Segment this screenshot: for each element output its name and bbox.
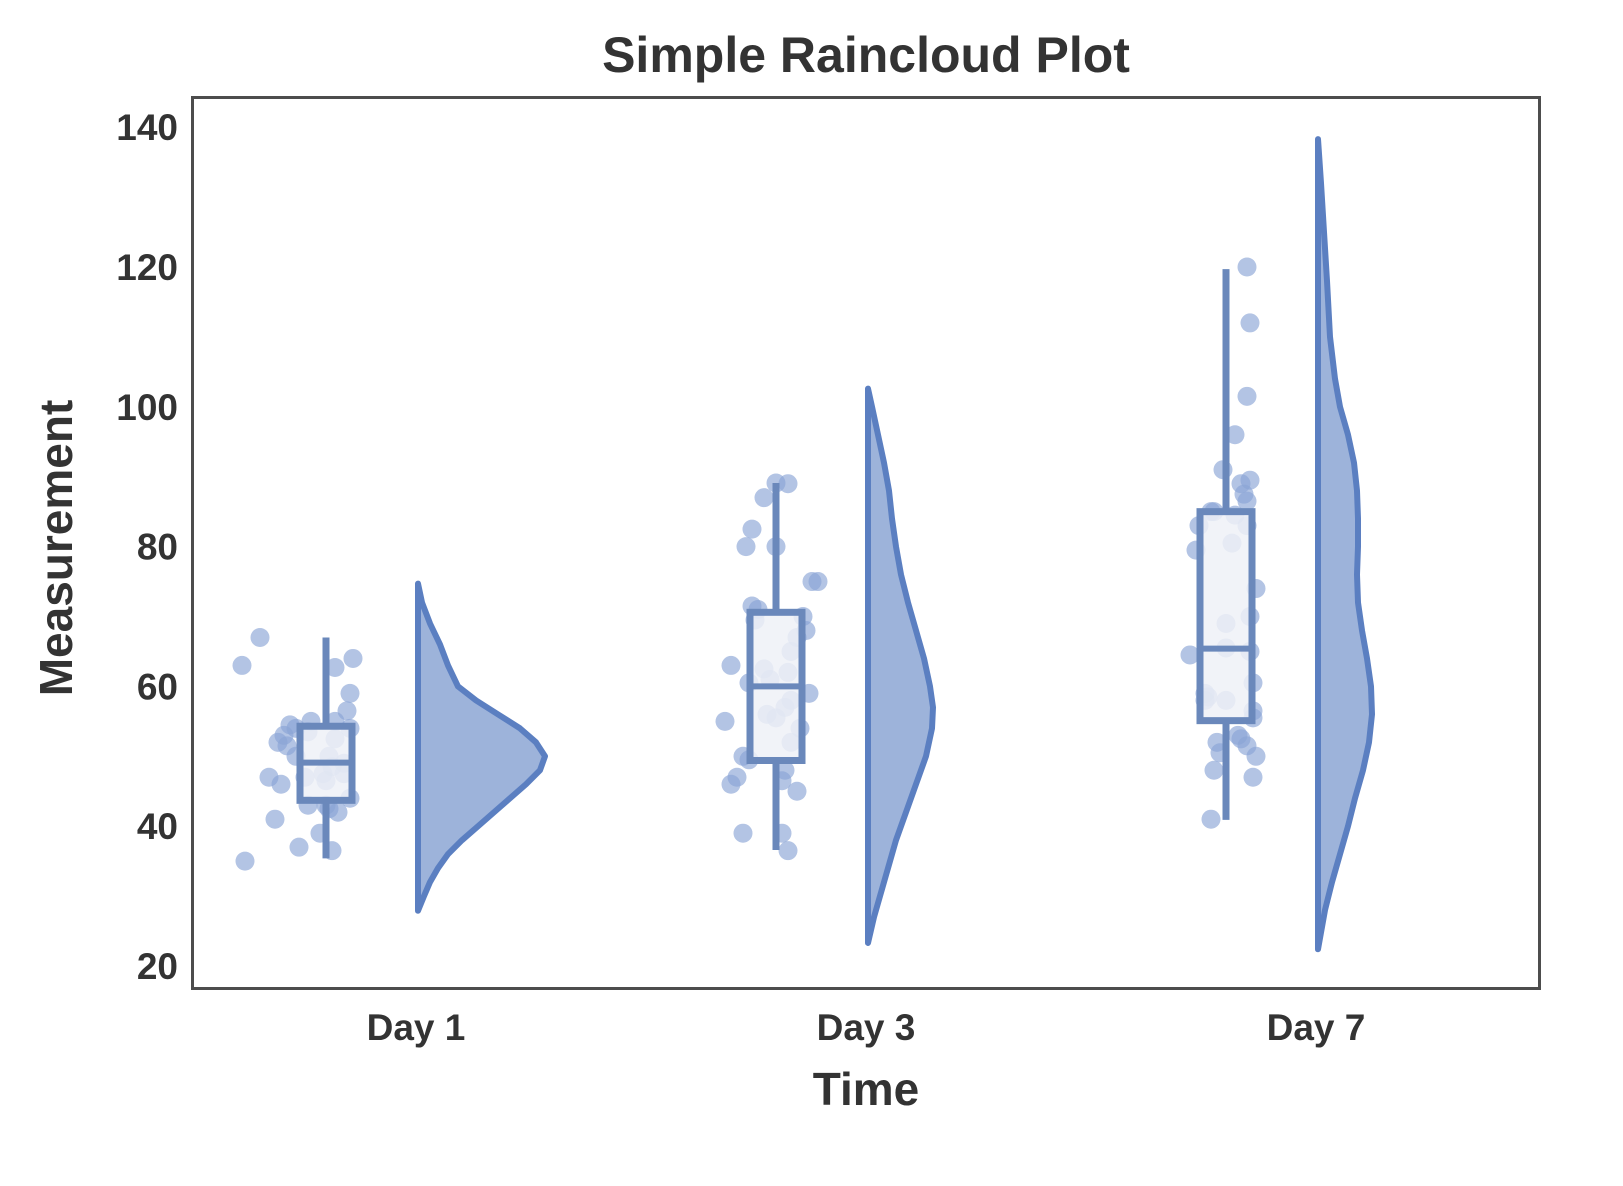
data-point [1237, 491, 1257, 511]
y-tick-label: 40 [137, 806, 178, 847]
y-tick-label: 140 [116, 107, 178, 148]
plot-area [232, 136, 1375, 953]
data-point [325, 658, 345, 678]
data-point [265, 809, 285, 829]
x-axis-ticks: Day 1 Day 3 Day 7 [367, 1007, 1366, 1048]
data-point [271, 774, 291, 794]
data-point [1204, 760, 1224, 780]
x-axis-label: Time [813, 1063, 920, 1115]
raincloud-group-day-7 [1180, 136, 1375, 953]
half-violin [865, 385, 936, 946]
data-point [733, 823, 753, 843]
y-tick-label: 120 [116, 247, 178, 288]
x-tick-label: Day 7 [1267, 1007, 1366, 1048]
data-point [328, 802, 348, 822]
raincloud-group-day-3 [715, 385, 936, 946]
data-point [1180, 645, 1200, 665]
half-violin [1315, 136, 1375, 953]
data-point [721, 655, 741, 675]
data-point [721, 774, 741, 794]
data-point [343, 648, 363, 668]
y-axis-label: Measurement [30, 400, 82, 697]
data-point [232, 655, 252, 675]
raincloud-group-day-1 [232, 580, 548, 914]
data-point [742, 519, 762, 539]
y-tick-label: 80 [137, 527, 178, 568]
data-point [1237, 386, 1257, 406]
half-violin [415, 580, 548, 914]
data-point [1225, 425, 1245, 445]
data-point [754, 488, 774, 508]
data-point [787, 781, 807, 801]
data-point [808, 572, 828, 592]
x-tick-label: Day 1 [367, 1007, 466, 1048]
data-point [736, 537, 756, 557]
data-point [340, 683, 360, 703]
y-axis-ticks: 20 40 60 80 100 120 140 [116, 107, 178, 987]
data-point [1240, 313, 1260, 333]
data-point [250, 627, 270, 647]
data-point [778, 474, 798, 494]
x-tick-label: Day 3 [817, 1007, 916, 1048]
y-tick-label: 100 [116, 387, 178, 428]
y-tick-label: 60 [137, 666, 178, 707]
data-point [715, 711, 735, 731]
data-point [235, 851, 255, 871]
data-point [289, 837, 309, 857]
data-point [778, 841, 798, 861]
axes-frame [191, 96, 1541, 990]
data-point [1243, 767, 1263, 787]
chart-title: Simple Raincloud Plot [602, 27, 1130, 83]
box-iqr [1196, 508, 1256, 725]
data-point [1246, 746, 1266, 766]
data-point [1201, 809, 1221, 829]
data-point [1237, 257, 1257, 277]
y-tick-label: 20 [137, 946, 178, 987]
